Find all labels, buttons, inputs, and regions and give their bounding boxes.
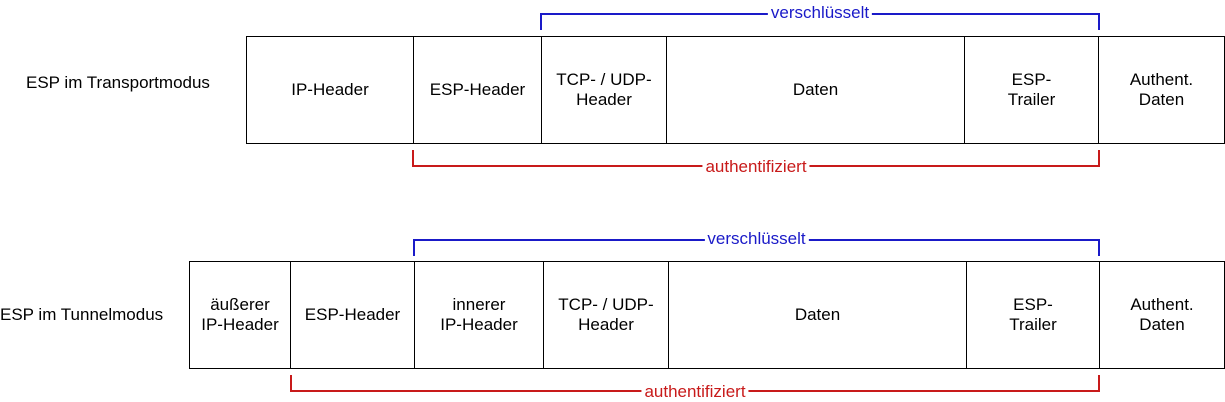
tunnel-authenticated-label: authentifiziert [641, 382, 749, 402]
transport-encrypted-label: verschlüsselt [767, 3, 873, 23]
tunnel-authenticated-bracket: authentifiziert [290, 375, 1100, 402]
transport-auth-data: Authent. Daten [1129, 70, 1194, 109]
transport-esp-header: ESP-Header [414, 37, 542, 143]
tunnel-data: Daten [669, 262, 967, 368]
tunnel-encrypted-label: verschlüsselt [704, 229, 809, 249]
transport-data: Daten [667, 37, 965, 143]
transport-packet: IP-Header ESP-Header TCP- / UDP- Header … [246, 36, 1225, 144]
transport-authenticated-label: authentifiziert [702, 157, 810, 177]
transport-authenticated-bracket: authentifiziert [412, 150, 1100, 177]
transport-esp-trailer: ESP- Trailer [965, 37, 1099, 143]
tunnel-outer-ip-header: äußerer IP-Header [190, 262, 291, 368]
transport-mode-label: ESP im Transportmodus [26, 73, 210, 92]
tunnel-mode-label: ESP im Tunnelmodus [0, 305, 164, 324]
tunnel-tcp-udp-header: TCP- / UDP- Header [544, 262, 669, 368]
transport-tcp-udp-header: TCP- / UDP- Header [542, 37, 667, 143]
tunnel-inner-ip-header: innerer IP-Header [415, 262, 544, 368]
tunnel-packet: äußerer IP-Header ESP-Header innerer IP-… [189, 261, 1225, 369]
tunnel-esp-header: ESP-Header [291, 262, 415, 368]
tunnel-auth-data: Authent. Daten [1130, 295, 1194, 334]
transport-ip-header: IP-Header [247, 37, 414, 143]
transport-encrypted-bracket: verschlüsselt [540, 3, 1100, 30]
tunnel-encrypted-bracket: verschlüsselt [413, 229, 1100, 256]
tunnel-esp-trailer: ESP- Trailer [967, 262, 1100, 368]
